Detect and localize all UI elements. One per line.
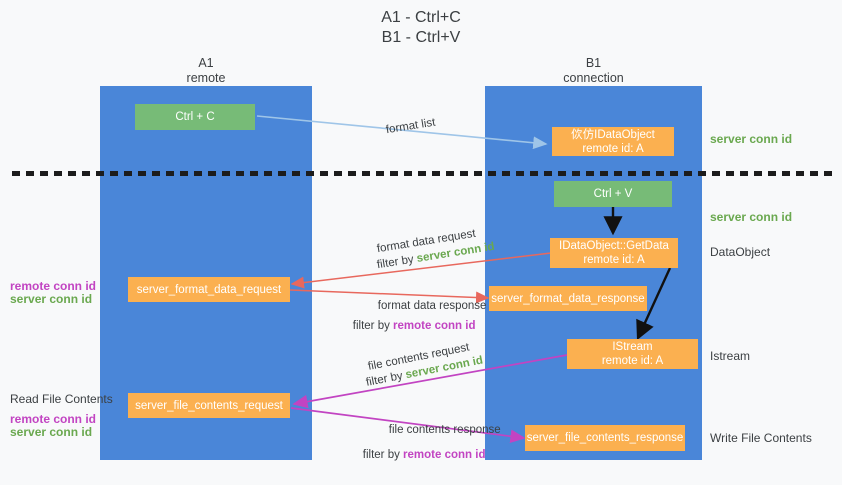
box-idataobject-getdata-line1: IDataObject::GetData xyxy=(559,240,669,252)
label-dataobject: DataObject xyxy=(710,245,771,259)
box-istream-line2: remote id: A xyxy=(601,355,664,367)
column-header-a1: A1 remote xyxy=(186,56,226,85)
box-idataobject[interactable]: 佽仿IDataObject remote id: A xyxy=(552,127,674,156)
filter-value-remote-conn-id: remote conn id xyxy=(393,320,476,332)
box-server-format-data-request[interactable]: server_format_data_request xyxy=(128,277,290,302)
filter-value-server-conn-id: server conn id xyxy=(415,240,496,265)
filter-prefix: filter by xyxy=(352,320,394,332)
box-idataobject-getdata[interactable]: IDataObject::GetData remote id: A xyxy=(550,238,678,268)
edge-label-file-contents-response-text: file contents response xyxy=(388,424,501,436)
filter-prefix: filter by xyxy=(365,369,407,389)
box-idataobject-getdata-line2: remote id: A xyxy=(583,254,645,266)
edge-label-file-contents-response: file contents response xyxy=(376,408,501,453)
box-ctrl-v-line1: Ctrl + V xyxy=(593,188,633,200)
label-remote-conn-id-2: remote conn id xyxy=(10,412,97,426)
label-server-conn-id-mid: server conn id xyxy=(710,210,793,224)
edge-label-format-list-text: format list xyxy=(385,116,437,137)
box-server-file-contents-request[interactable]: server_file_contents_request xyxy=(128,393,290,418)
box-ctrl-v[interactable]: Ctrl + V xyxy=(554,181,672,207)
edge-label-file-contents-response-filter: filter by remote conn id xyxy=(350,433,486,478)
filter-value-server-conn-id: server conn id xyxy=(404,354,485,382)
edge-label-format-data-response-filter: filter by remote conn id xyxy=(340,304,476,349)
box-server-format-data-request-line1: server_format_data_request xyxy=(136,283,282,296)
boundary-divider xyxy=(12,171,832,176)
label-read-file-contents: Read File Contents xyxy=(10,392,113,406)
label-server-conn-id-top: server conn id xyxy=(710,132,793,146)
label-server-conn-id-2: server conn id xyxy=(10,425,93,439)
edge-label-format-data-response-text: format data response xyxy=(377,300,487,312)
box-istream-line1: IStream xyxy=(612,341,653,353)
label-istream: Istream xyxy=(710,349,751,363)
box-server-format-data-response-line1: server_format_data_response xyxy=(491,292,645,305)
box-server-file-contents-response[interactable]: server_file_contents_response xyxy=(525,425,685,451)
box-ctrl-c[interactable]: Ctrl + C xyxy=(135,104,255,130)
edge-label-format-data-response: format data response xyxy=(365,284,487,329)
box-ctrl-c-line1: Ctrl + C xyxy=(175,111,215,123)
filter-prefix: filter by xyxy=(376,253,418,272)
box-server-format-data-response[interactable]: server_format_data_response xyxy=(489,286,647,311)
box-istream[interactable]: IStream remote id: A xyxy=(567,339,698,369)
box-idataobject-line2: remote id: A xyxy=(582,142,644,155)
box-idataobject-line1: 佽仿IDataObject xyxy=(571,128,655,141)
label-server-conn-id-1: server conn id xyxy=(10,292,93,306)
label-remote-conn-id-1: remote conn id xyxy=(10,279,97,293)
edge-label-format-list: format list xyxy=(370,101,439,155)
label-write-file-contents: Write File Contents xyxy=(710,431,812,445)
page-title: A1 - Ctrl+C B1 - Ctrl+V xyxy=(381,9,461,46)
column-header-b1: B1 connection xyxy=(563,56,624,85)
box-server-file-contents-request-line1: server_file_contents_request xyxy=(135,399,283,412)
box-server-file-contents-response-line1: server_file_contents_response xyxy=(526,432,684,444)
filter-prefix: filter by xyxy=(362,449,404,461)
filter-value-remote-conn-id: remote conn id xyxy=(403,449,486,461)
